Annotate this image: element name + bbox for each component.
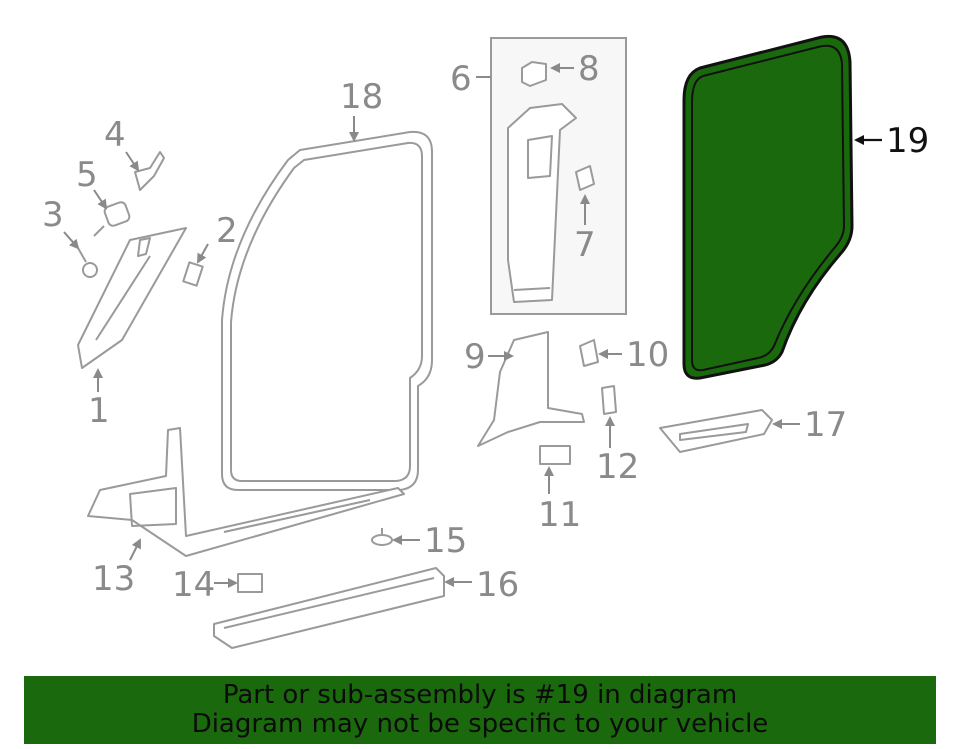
label-16: 16 bbox=[476, 565, 519, 605]
part-19-highlighted-seal[interactable] bbox=[682, 35, 854, 380]
label-17: 17 bbox=[804, 405, 847, 445]
parts-diagram: 1 2 3 4 5 6 7 8 9 10 11 12 13 14 15 16 1… bbox=[42, 35, 929, 649]
label-1: 1 bbox=[88, 391, 110, 431]
label-13: 13 bbox=[92, 559, 135, 599]
banner-line-1: Part or sub-assembly is #19 in diagram bbox=[222, 680, 738, 710]
part-11-bracket[interactable] bbox=[539, 445, 571, 465]
label-5: 5 bbox=[76, 155, 98, 195]
part-1-pillar-trim[interactable] bbox=[77, 227, 187, 369]
label-3: 3 bbox=[42, 195, 64, 235]
part-number-labels: 1 2 3 4 5 6 7 8 9 10 11 12 13 14 15 16 1… bbox=[42, 49, 929, 605]
part-8-clip[interactable] bbox=[521, 61, 547, 87]
part-13-sill-panel[interactable] bbox=[87, 427, 405, 557]
part-17-handle-trim[interactable] bbox=[659, 409, 773, 453]
part-4-bracket[interactable] bbox=[134, 151, 165, 191]
label-8: 8 bbox=[578, 49, 600, 89]
part-18-door-seal[interactable] bbox=[221, 130, 433, 491]
label-4: 4 bbox=[104, 115, 126, 155]
label-6: 6 bbox=[450, 59, 472, 99]
part-5-clip[interactable] bbox=[93, 201, 131, 237]
label-15: 15 bbox=[424, 521, 467, 561]
label-9: 9 bbox=[464, 337, 486, 377]
part-15-push-pin[interactable] bbox=[371, 528, 393, 546]
part-7-clip[interactable] bbox=[575, 165, 595, 191]
part-3-screw[interactable] bbox=[77, 247, 98, 278]
label-7: 7 bbox=[574, 225, 596, 265]
label-18: 18 bbox=[340, 77, 383, 117]
callout-leaders bbox=[63, 63, 882, 588]
part-10-clip[interactable] bbox=[579, 339, 599, 367]
part-12-clip[interactable] bbox=[601, 385, 617, 415]
label-10: 10 bbox=[626, 335, 669, 375]
label-12: 12 bbox=[596, 447, 639, 487]
label-11: 11 bbox=[538, 495, 581, 535]
info-banner: Part or sub-assembly is #19 in diagram D… bbox=[24, 676, 936, 744]
label-14: 14 bbox=[172, 565, 215, 605]
part-9-lower-trim[interactable] bbox=[477, 331, 585, 447]
part-2-clip[interactable] bbox=[182, 261, 204, 287]
part-6-b-pillar-trim[interactable] bbox=[507, 103, 577, 303]
label-2: 2 bbox=[216, 211, 238, 251]
part-14-clip[interactable] bbox=[237, 573, 263, 593]
part-16-step-plate[interactable] bbox=[213, 567, 445, 649]
banner-line-2: Diagram may not be specific to your vehi… bbox=[191, 709, 769, 739]
label-19: 19 bbox=[886, 121, 929, 161]
